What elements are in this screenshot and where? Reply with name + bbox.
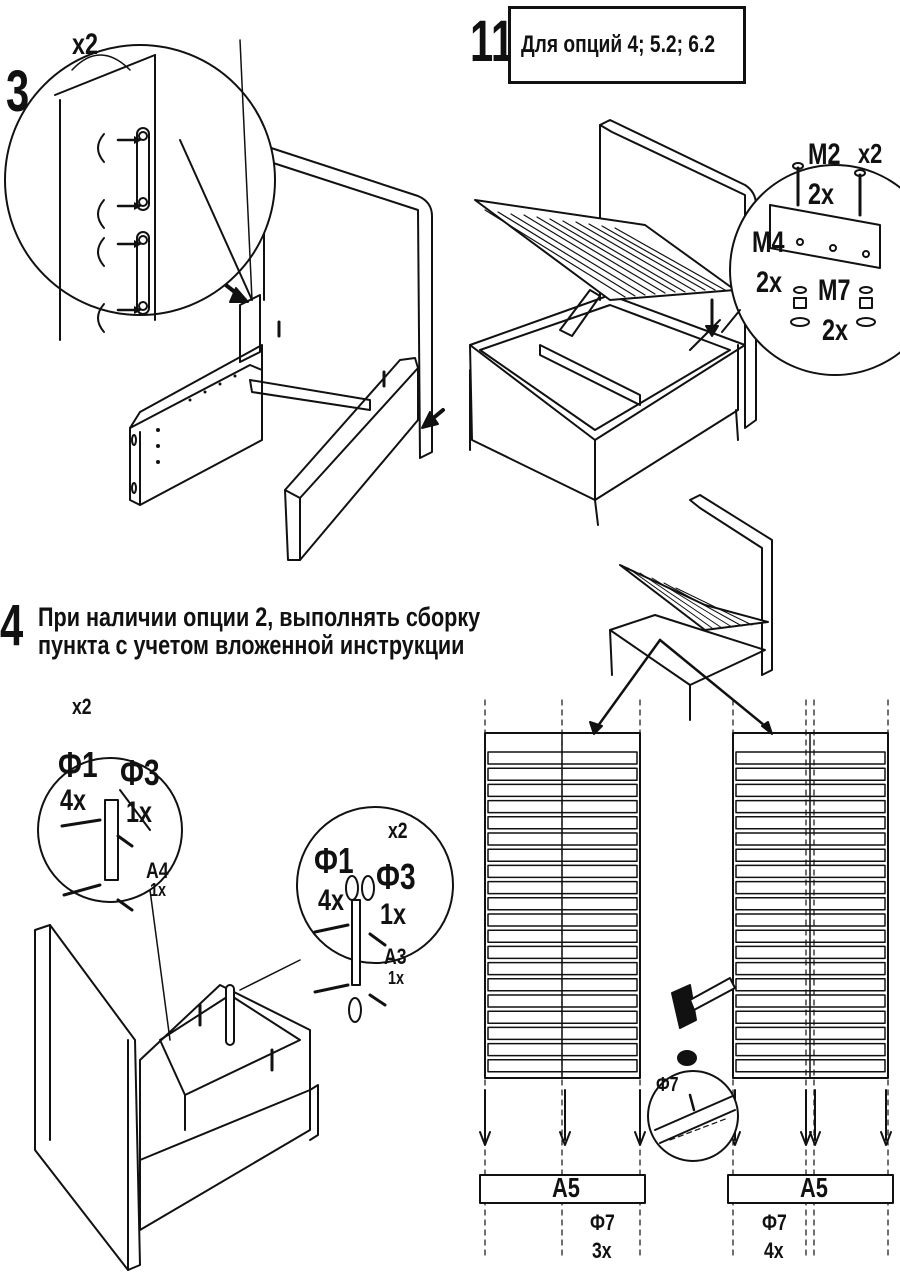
step3-drawing <box>4 39 445 561</box>
right-callout-f1-qty: 4x <box>318 884 345 917</box>
slat <box>735 994 886 1008</box>
left-callout-f1: Ф1 <box>58 744 98 785</box>
m4-label: M4 <box>752 226 785 259</box>
slat <box>735 897 886 911</box>
left-callout-multiplier: x2 <box>72 694 92 719</box>
right-callout-a3-qty: 1x <box>388 968 405 988</box>
slat <box>735 929 886 943</box>
step3-multiplier: x2 <box>72 28 99 61</box>
step4-number: 4 <box>0 593 24 658</box>
slat <box>735 1042 886 1057</box>
m2-qty: 2x <box>808 178 835 211</box>
slat <box>735 1059 886 1073</box>
slat <box>735 978 886 992</box>
slat <box>735 783 886 798</box>
step11-drawing <box>469 119 900 526</box>
m2-label: M2 <box>808 138 841 171</box>
slat <box>735 913 886 927</box>
left-callout-f3: Ф3 <box>120 752 160 793</box>
m7-qty: 2x <box>822 314 849 347</box>
slat <box>735 864 886 879</box>
slat <box>735 1026 886 1041</box>
step4-note-line2: пункта с учетом вложенной инструкции <box>38 630 465 660</box>
right-callout-f3-qty: 1x <box>380 898 407 931</box>
step4-note-line1: При наличии опции 2, выполнять сборку <box>38 602 481 632</box>
right-callout-a3: A3 <box>384 944 407 969</box>
slat <box>735 945 886 960</box>
right-fastener-label: Ф7 <box>762 1210 787 1235</box>
step4-drawing <box>34 757 454 1271</box>
options-box: Для опций 4; 5.2; 6.2 <box>508 6 746 84</box>
m4-qty: 2x <box>756 266 783 299</box>
right-fastener-qty: 4x <box>764 1238 784 1263</box>
slat <box>735 751 886 765</box>
slat <box>735 848 886 862</box>
slat <box>735 1010 886 1024</box>
hammer-part-label: Ф7 <box>656 1074 679 1096</box>
slat <box>735 799 886 814</box>
slats-drawing <box>479 494 894 1256</box>
left-fastener-label: Ф7 <box>590 1210 615 1235</box>
right-callout-f3: Ф3 <box>376 856 416 897</box>
left-callout-f1-qty: 4x <box>60 784 87 817</box>
step3-number: 3 <box>6 59 30 124</box>
slat <box>487 1026 638 1041</box>
slat <box>487 945 638 960</box>
slat <box>735 767 886 781</box>
right-callout-f1: Ф1 <box>314 840 354 881</box>
slat <box>735 880 886 895</box>
left-callout-a4: A4 <box>146 858 169 883</box>
left-rail-label: A5 <box>552 1172 580 1203</box>
slat <box>735 816 886 830</box>
right-callout-multiplier: x2 <box>388 818 408 843</box>
slat <box>735 832 886 846</box>
left-fastener-qty: 3x <box>592 1238 612 1263</box>
step11-number: 11 <box>470 9 515 74</box>
slat <box>735 961 886 976</box>
slat <box>487 864 638 879</box>
slat <box>487 816 638 830</box>
right-rail-label: A5 <box>800 1172 828 1203</box>
left-callout-a4-qty: 1x <box>150 880 167 900</box>
left-callout-f3-qty: 1x <box>126 796 153 829</box>
options-label: Для опций 4; 5.2; 6.2 <box>521 31 715 58</box>
step11-multiplier: x2 <box>858 138 883 169</box>
m7-label: M7 <box>818 274 851 307</box>
